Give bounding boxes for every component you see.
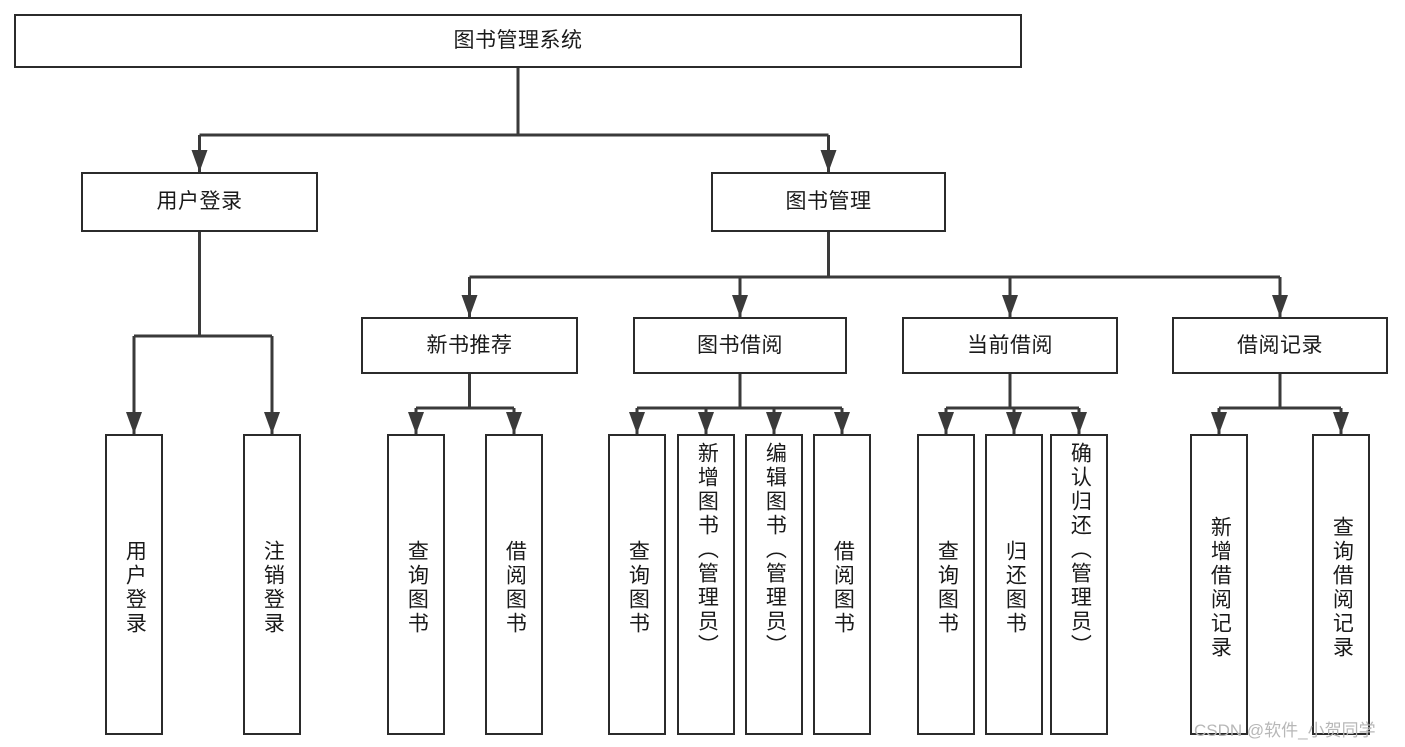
node-leaf-query-book-3[interactable]: 查询图书: [917, 434, 975, 735]
node-label-leaf-query-book-3: 查询图书: [935, 539, 959, 636]
node-label-book-manage: 图书管理: [785, 190, 872, 214]
arrow-head-leaf-query-book-1: [408, 412, 424, 434]
arrow-head-book-manage: [820, 150, 837, 172]
node-new-book-recommend[interactable]: 新书推荐: [361, 317, 578, 374]
arrow-head-leaf-edit-book: [766, 412, 782, 434]
node-user-login[interactable]: 用户登录: [81, 172, 318, 232]
arrow-head-user-login: [191, 150, 208, 172]
arrow-head-leaf-add-book: [698, 412, 714, 434]
node-book-borrow[interactable]: 图书借阅: [633, 317, 847, 374]
node-book-manage[interactable]: 图书管理: [711, 172, 946, 232]
node-label-leaf-edit-book: 编辑图书（管理员）: [763, 442, 787, 658]
node-label-root: 图书管理系统: [453, 29, 583, 53]
node-label-leaf-return-book: 归还图书: [1003, 539, 1027, 636]
node-label-user-login: 用户登录: [156, 190, 243, 214]
arrow-head-leaf-return-book: [1006, 412, 1022, 434]
node-leaf-borrow-book-1[interactable]: 借阅图书: [485, 434, 543, 735]
node-leaf-logout[interactable]: 注销登录: [243, 434, 301, 735]
arrow-head-leaf-confirm-return: [1071, 412, 1087, 434]
node-root[interactable]: 图书管理系统: [14, 14, 1022, 68]
node-label-current-borrow: 当前借阅: [967, 333, 1053, 357]
node-label-leaf-query-book-2: 查询图书: [626, 539, 650, 636]
node-leaf-query-book-2[interactable]: 查询图书: [608, 434, 666, 735]
node-label-borrow-record: 借阅记录: [1237, 333, 1323, 357]
node-label-leaf-query-record: 查询借阅记录: [1330, 515, 1354, 660]
node-label-leaf-borrow-book-2: 借阅图书: [831, 539, 855, 636]
node-label-book-borrow: 图书借阅: [697, 333, 783, 357]
node-label-leaf-logout: 注销登录: [261, 539, 285, 636]
node-leaf-query-book-1[interactable]: 查询图书: [387, 434, 445, 735]
arrow-head-book-borrow: [732, 295, 748, 317]
node-label-leaf-confirm-return: 确认归还（管理员）: [1068, 442, 1092, 658]
node-leaf-edit-book[interactable]: 编辑图书（管理员）: [745, 434, 803, 735]
arrow-head-leaf-borrow-book-2: [834, 412, 850, 434]
arrow-head-leaf-add-record: [1211, 412, 1227, 434]
node-label-new-book-recommend: 新书推荐: [426, 333, 513, 357]
watermark-label: CSDN @软件_小贺同学: [1194, 721, 1376, 740]
node-label-leaf-add-record: 新增借阅记录: [1208, 515, 1232, 660]
node-borrow-record[interactable]: 借阅记录: [1172, 317, 1388, 374]
node-leaf-return-book[interactable]: 归还图书: [985, 434, 1043, 735]
node-leaf-confirm-return[interactable]: 确认归还（管理员）: [1050, 434, 1108, 735]
node-label-leaf-borrow-book-1: 借阅图书: [503, 539, 527, 636]
node-current-borrow[interactable]: 当前借阅: [902, 317, 1118, 374]
arrow-head-leaf-user-login: [126, 412, 142, 434]
node-label-leaf-add-book: 新增图书（管理员）: [695, 442, 719, 658]
node-leaf-user-login[interactable]: 用户登录: [105, 434, 163, 735]
arrow-head-leaf-logout: [264, 412, 280, 434]
node-label-leaf-user-login: 用户登录: [123, 539, 147, 636]
node-leaf-add-record[interactable]: 新增借阅记录: [1190, 434, 1248, 735]
arrow-head-leaf-query-record: [1333, 412, 1349, 434]
node-leaf-add-book[interactable]: 新增图书（管理员）: [677, 434, 735, 735]
arrow-head-borrow-record: [1272, 295, 1288, 317]
node-label-leaf-query-book-1: 查询图书: [405, 539, 429, 636]
arrow-head-new-book-recommend: [461, 295, 478, 317]
arrow-head-leaf-query-book-3: [938, 412, 954, 434]
node-leaf-borrow-book-2[interactable]: 借阅图书: [813, 434, 871, 735]
arrow-head-current-borrow: [1002, 295, 1018, 317]
arrow-head-leaf-query-book-2: [629, 412, 645, 434]
node-leaf-query-record[interactable]: 查询借阅记录: [1312, 434, 1370, 735]
arrow-head-leaf-borrow-book-1: [506, 412, 522, 434]
